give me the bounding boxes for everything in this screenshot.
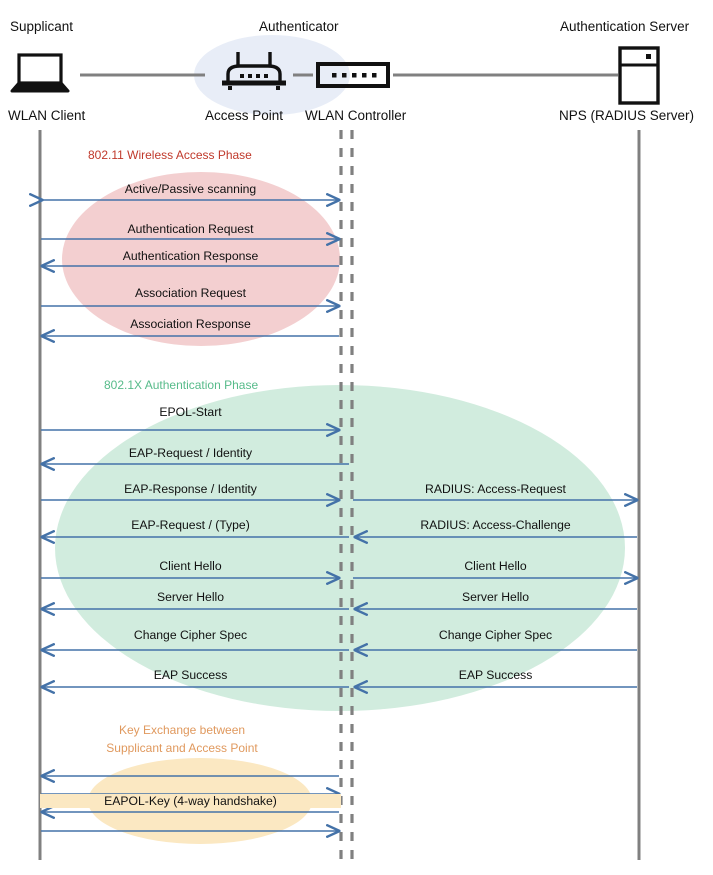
message-label-eapol-key-handshake: EAPOL-Key (4-way handshake): [40, 794, 341, 808]
message-arrows-right: [353, 500, 637, 687]
message-label-eap-response-identity: EAP-Response / Identity: [124, 482, 257, 496]
phase-label-key-exchange-line1: Key Exchange between: [118, 723, 246, 737]
phase-label-dot1x-auth: 802.1X Authentication Phase: [104, 378, 259, 392]
authenticator-group-ellipse: [194, 35, 350, 115]
message-label-association-request: Association Request: [134, 286, 247, 300]
message-label-association-response: Association Response: [130, 317, 251, 331]
message-label-epol-start: EPOL-Start: [159, 405, 222, 419]
actor-label-wlan-controller: WLAN Controller: [305, 108, 407, 123]
actor-label-access-point: Access Point: [205, 108, 284, 123]
server-icon: [618, 46, 660, 105]
laptop-icon: [10, 53, 70, 93]
message-arrows-left: [41, 200, 349, 831]
actor-label-nps-radius-server: NPS (RADIUS Server): [559, 108, 695, 123]
wireless-access-phase-ellipse: [62, 172, 340, 346]
message-label-client-hello-left: Client Hello: [159, 559, 222, 573]
message-label-server-hello-right: Server Hello: [461, 590, 530, 604]
message-label-authentication-response: Authentication Response: [122, 249, 259, 263]
message-label-eap-success-left: EAP Success: [153, 668, 228, 682]
wlan-controller-icon: [316, 62, 390, 88]
message-label-radius-access-challenge: RADIUS: Access-Challenge: [420, 518, 571, 532]
message-label-active-passive-scanning: Active/Passive scanning: [124, 182, 257, 196]
message-label-eap-request-type: EAP-Request / (Type): [131, 518, 250, 532]
message-label-server-hello-left: Server Hello: [156, 590, 225, 604]
phase-label-wireless-access: 802.11 Wireless Access Phase: [88, 148, 252, 162]
message-label-eap-request-identity: EAP-Request / Identity: [128, 446, 253, 460]
message-label-change-cipher-spec-right: Change Cipher Spec: [438, 628, 553, 642]
message-label-eap-success-right: EAP Success: [458, 668, 533, 682]
phase-label-key-exchange-line2: Supplicant and Access Point: [106, 741, 258, 755]
message-label-client-hello-right: Client Hello: [464, 559, 527, 573]
role-title-supplicant: Supplicant: [10, 19, 74, 34]
message-label-radius-access-request: RADIUS: Access-Request: [425, 482, 566, 496]
role-title-authentication-server: Authentication Server: [560, 19, 690, 34]
access-point-icon: [222, 52, 286, 90]
message-label-authentication-request: Authentication Request: [127, 222, 254, 236]
actor-label-wlan-client: WLAN Client: [8, 108, 86, 123]
message-label-change-cipher-spec-left: Change Cipher Spec: [133, 628, 248, 642]
role-title-authenticator: Authenticator: [259, 19, 339, 34]
